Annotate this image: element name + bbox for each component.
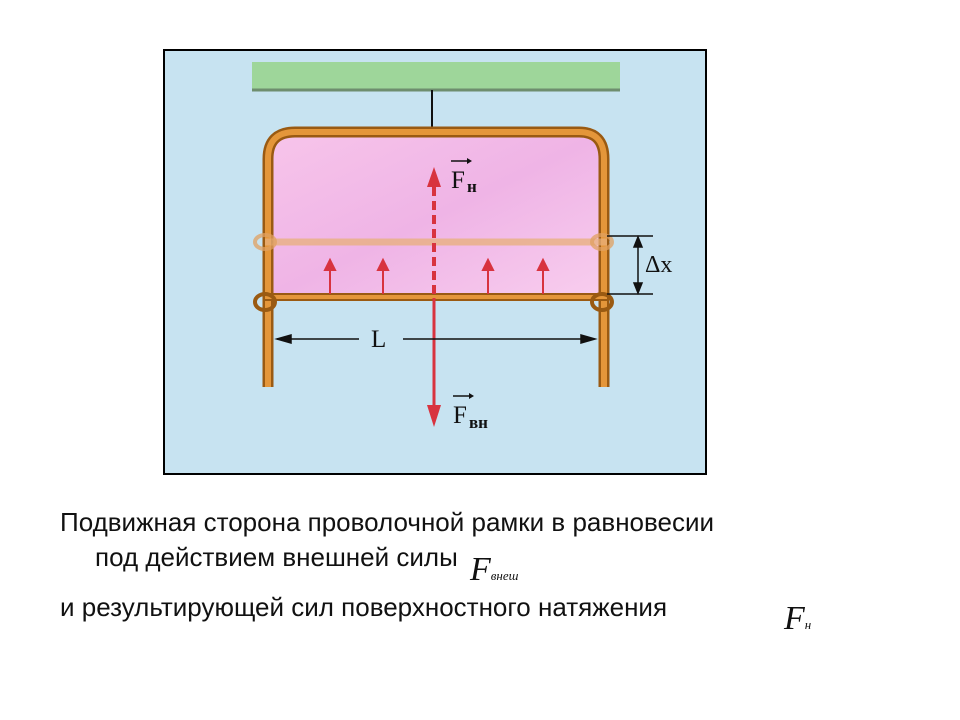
tension-force-arrow-head <box>427 167 441 187</box>
tension-arrow-head <box>536 257 550 271</box>
tension-force-formula: Fн <box>784 600 811 638</box>
length-dimension <box>274 334 598 344</box>
tension-force-formula-symbol: F <box>784 600 805 637</box>
external-force-subscript: вн <box>469 413 488 432</box>
external-force-formula-symbol: F <box>470 551 491 588</box>
external-force-formula: Fвнеш <box>470 551 518 589</box>
tension-force-formula-subscript: н <box>804 617 812 632</box>
caption-line-3: и результирующей сил поверхностного натя… <box>60 592 668 622</box>
delta-x-label: Δx <box>645 252 672 278</box>
tension-arrow-head <box>481 257 495 271</box>
tension-force-label: F н <box>451 158 477 196</box>
ring-right-initial <box>590 233 614 251</box>
tension-force-symbol: F <box>451 167 465 194</box>
ring-right <box>590 292 614 312</box>
diagram-canvas: F н F вн Δx L <box>252 62 672 432</box>
external-force-arrow-head <box>427 405 441 427</box>
external-force-symbol: F <box>453 402 467 429</box>
external-force-label: F вн <box>453 393 488 432</box>
wire-frame-inner <box>265 129 607 387</box>
tension-arrow-head <box>376 257 390 271</box>
ring-left <box>253 292 277 312</box>
wire-frame-diagram: F н F вн Δx L <box>163 49 707 475</box>
length-label: L <box>371 326 386 353</box>
tension-arrow-head <box>323 257 337 271</box>
tension-force-subscript: н <box>467 177 477 196</box>
caption-line-1: Подвижная сторона проволочной рамки в ра… <box>60 507 715 537</box>
delta-x-dimension <box>607 234 653 296</box>
external-force-formula-subscript: внеш <box>490 568 519 583</box>
ceiling-bar <box>252 62 620 90</box>
tension-arrows <box>323 257 550 294</box>
ring-left-initial <box>253 233 277 251</box>
caption-line-2: под действием внешней силы <box>95 542 458 572</box>
